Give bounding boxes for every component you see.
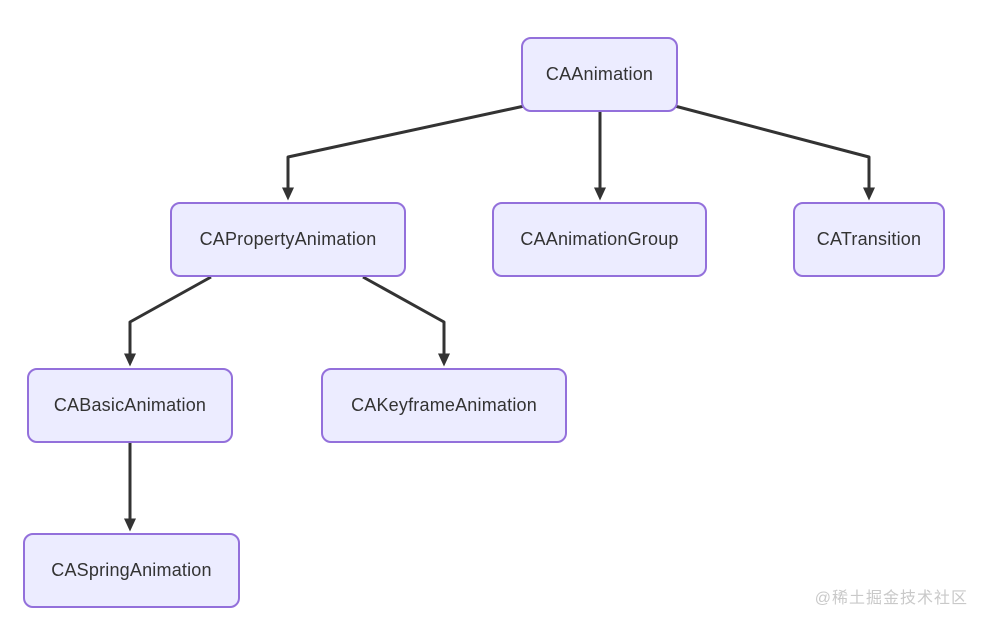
edge-caanimation-to-catransition <box>670 103 875 201</box>
node-caanimation: CAAnimation <box>521 37 678 112</box>
node-capropertyanimation: CAPropertyAnimation <box>170 202 406 277</box>
watermark: @稀土掘金技术社区 <box>814 590 968 607</box>
node-cabasicanimation: CABasicAnimation <box>27 368 233 443</box>
node-catransition: CATransition <box>793 202 945 277</box>
node-caspringanimation: CASpringAnimation <box>23 533 240 608</box>
node-caspringanimation-label: CASpringAnimation <box>51 560 212 580</box>
node-caanimationgroup: CAAnimationGroup <box>492 202 707 277</box>
node-cakeyframeanimation: CAKeyframeAnimation <box>321 368 567 443</box>
edge-capropertyanimation-to-cakeyframeanimation <box>362 275 450 367</box>
node-caanimation-label: CAAnimation <box>545 64 654 84</box>
node-cakeyframeanimation-label: CAKeyframeAnimation <box>351 395 537 415</box>
node-caanimationgroup-label: CAAnimationGroup <box>520 229 679 249</box>
node-catransition-label: CATransition <box>816 229 922 249</box>
node-cabasicanimation-label: CABasicAnimation <box>53 395 207 415</box>
edge-caanimation-to-capropertyanimation <box>282 103 530 201</box>
edge-capropertyanimation-to-cabasicanimation <box>124 275 212 367</box>
node-capropertyanimation-label: CAPropertyAnimation <box>199 229 377 249</box>
